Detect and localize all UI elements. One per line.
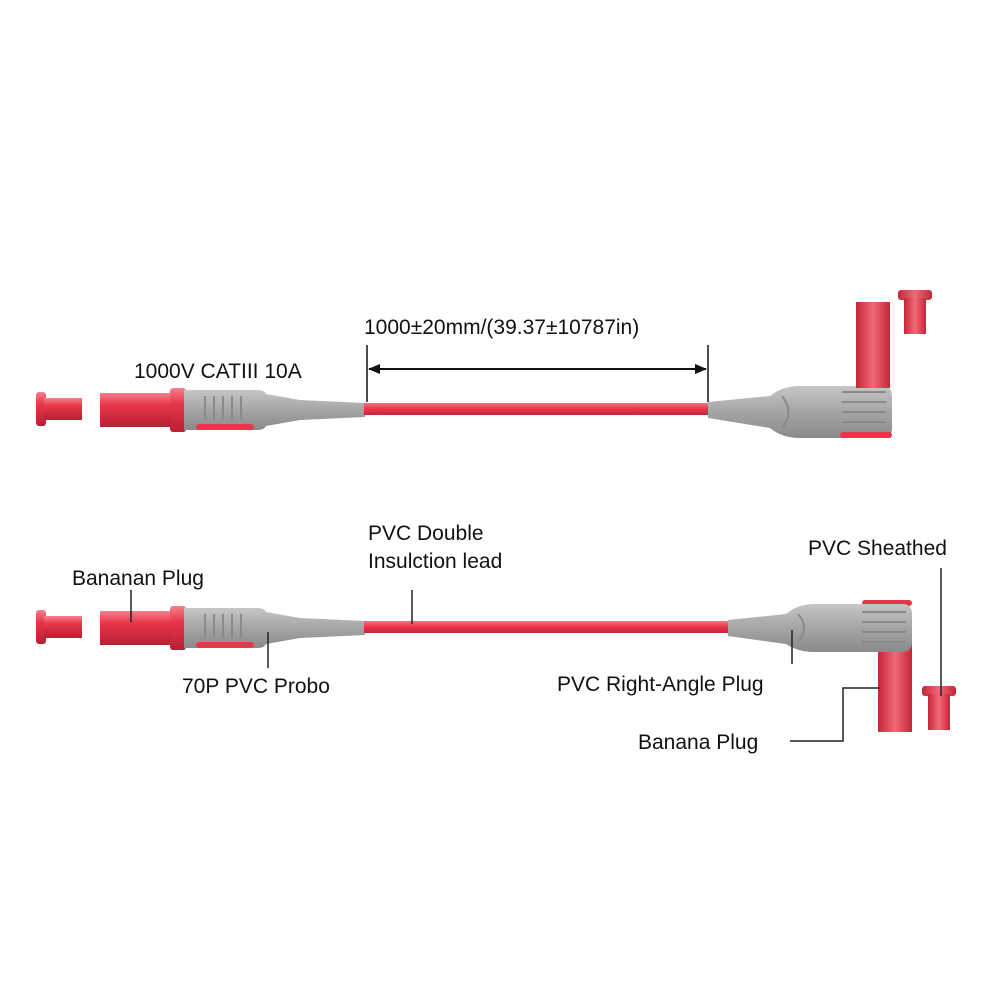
bottom-right-banana-plug <box>878 642 912 732</box>
bottom-right-angle-plug <box>728 600 912 652</box>
bottom-right-sheath-cap <box>922 686 956 730</box>
top-lead-wire <box>364 403 712 415</box>
label-right-angle-plug: PVC Right-Angle Plug <box>557 673 764 696</box>
top-left-sheath-cap <box>36 392 82 426</box>
label-probe: 70P PVC Probo <box>182 675 330 698</box>
length-label: 1000±20mm/(39.37±10787in) <box>364 316 639 339</box>
label-lead-line1: PVC Double <box>368 522 484 545</box>
label-banana-plug-left: Bananan Plug <box>72 567 204 590</box>
top-right-sheath-cap <box>898 290 932 334</box>
top-right-banana-plug <box>856 302 890 388</box>
bottom-test-lead: Bananan Plug 70P PVC Probo PVC Double In… <box>36 522 956 754</box>
top-probe-handle <box>170 388 365 432</box>
leader-banana-plug-right <box>790 687 880 742</box>
top-right-angle-plug <box>708 386 892 438</box>
bottom-left-banana-plug <box>100 611 172 645</box>
label-banana-plug-right: Banana Plug <box>638 731 758 754</box>
top-test-lead: 1000±20mm/(39.37±10787in) 1000V CATIII 1… <box>36 290 932 438</box>
bottom-left-sheath-cap <box>36 610 82 644</box>
label-sheathed: PVC Sheathed <box>808 537 947 560</box>
bottom-probe-handle <box>170 606 365 650</box>
rating-label: 1000V CATIII 10A <box>134 360 302 383</box>
top-left-banana-plug <box>100 393 172 427</box>
bottom-lead-wire <box>364 621 730 633</box>
label-lead-line2: Insulction lead <box>368 550 502 573</box>
